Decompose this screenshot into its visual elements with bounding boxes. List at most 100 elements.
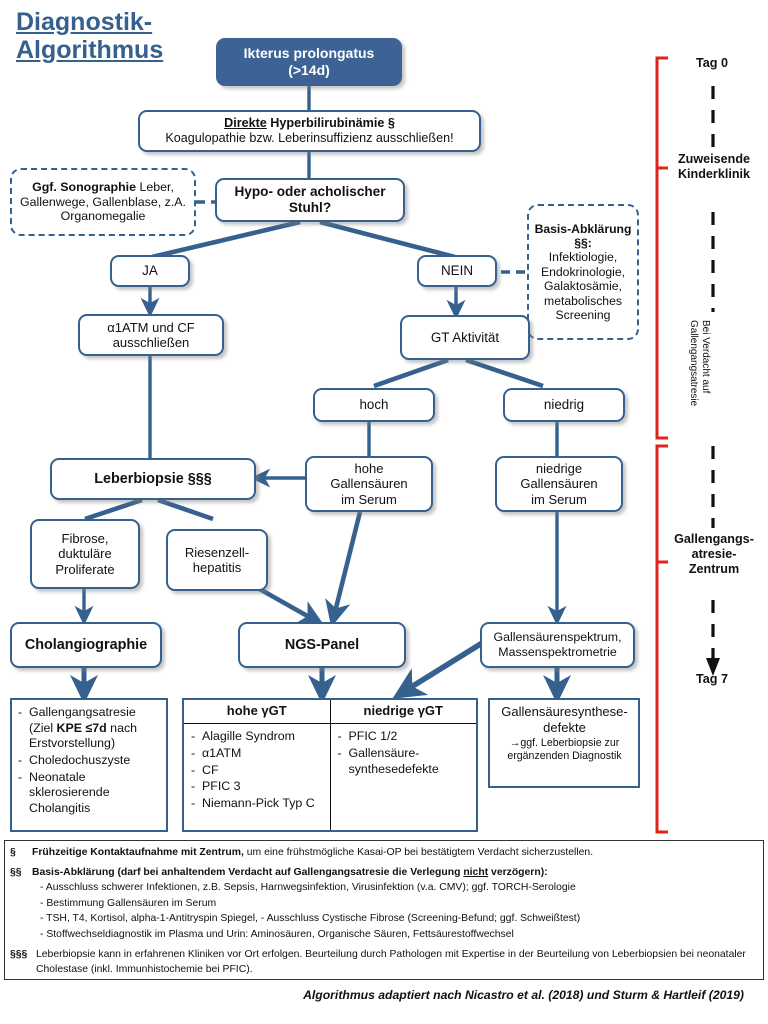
node-gt-aktivitaet[interactable]: GT Aktivität (400, 315, 530, 360)
tag0-label: Tag 0 (696, 56, 728, 70)
fibrose-line2: duktuläre (58, 546, 112, 562)
results-cholangiography: Gallengangsatresie (Ziel KPE ≤7d nach Er… (10, 698, 168, 832)
result-item1-prefix: Gallengangsatresie (Ziel (29, 705, 136, 735)
node-fibrose-duktulaere-proliferate[interactable]: Fibrose, duktuläre Proliferate (30, 519, 140, 589)
hohe-ga-line1: hohe (354, 461, 384, 476)
node-niedrige-gallensaeuren[interactable]: niedrige Gallensäuren im Serum (495, 456, 623, 512)
synthese-line2: defekte (543, 719, 586, 735)
synthese-arrow-line1: →ggf. Leberbiopsie zur (509, 737, 620, 750)
node-nein[interactable]: NEIN (417, 255, 497, 287)
footnote-2-item: - Bestimmung Gallensäuren im Serum (40, 897, 217, 909)
vertical-line1: Bei Verdacht auf (700, 320, 711, 394)
footnote-panel: § Frühzeitige Kontaktaufnahme mit Zentru… (4, 840, 764, 980)
vertical-label-bei-verdacht: Bei Verdacht auf (700, 320, 711, 393)
gt-results-table: hohe γGT Alagille Syndrom α1ATM CF PFIC … (182, 698, 478, 832)
stool-line1: Hypo- oder acholischer (234, 183, 386, 199)
hohe-ga-line2: Gallensäuren (330, 476, 408, 492)
results-gallensaeuresynthesedefekte: Gallensäuresynthese- defekte →ggf. Leber… (488, 698, 640, 788)
niedrige-ga-line1: niedrige (535, 461, 583, 476)
footnote-2-text: Basis-Abklärung (darf bei anhaltendem Ve… (32, 865, 757, 881)
footnote-2: §§ Basis-Abklärung (darf bei anhaltendem… (10, 865, 757, 881)
basis-bold: Basis-Abklärung §§: (534, 221, 632, 251)
timeline-zuweisende-kinderklinik: Zuweisende Kinderklinik (664, 152, 764, 182)
list-item: Alagille Syndrom (191, 729, 326, 745)
riesenzell-line1: Riesenzell- (184, 544, 250, 560)
sono-bold: Ggf. Sonographie (32, 180, 137, 195)
zentrum-line1: Gallengangs- (674, 532, 754, 546)
vertical-label-gallengangsatresie: Gallengangsatresie (688, 320, 699, 406)
node-niedrig[interactable]: niedrig (503, 388, 625, 422)
node-cholangiographie[interactable]: Cholangiographie (10, 622, 162, 668)
list-item: PFIC 3 (191, 779, 326, 795)
ngs-label: NGS-Panel (284, 636, 360, 653)
title-line1: Diagnostik- (16, 8, 153, 36)
footnote-1: § Frühzeitige Kontaktaufnahme mit Zentru… (10, 845, 757, 861)
list-item: Choledochuszyste (18, 753, 162, 769)
node-start-line1: Ikterus prolongatus (243, 45, 375, 62)
zentrum-line2: atresie- (691, 546, 737, 561)
footnote-2-item: - Ausschluss schwerer Infektionen, z.B. … (40, 882, 576, 894)
node-sonographie-note[interactable]: Ggf. Sonographie Leber, Gallenwege, Gall… (10, 168, 196, 236)
footnote-1-bold: Frühzeitige Kontaktaufnahme mit Zentrum, (32, 847, 244, 858)
fibrose-line3: Proliferate (55, 561, 115, 577)
node-riesenzellhepatitis[interactable]: Riesenzell- hepatitis (166, 529, 268, 591)
gt-column-high: hohe γGT Alagille Syndrom α1ATM CF PFIC … (184, 700, 331, 830)
node-massenspektrometrie[interactable]: Gallensäurenspektrum, Massenspektrometri… (480, 622, 635, 668)
footnote-2-bold-a: Basis-Abklärung (darf bei anhaltendem Ve… (32, 866, 464, 878)
ja-label: JA (142, 263, 158, 279)
list-item: Niemann-Pick Typ C (191, 796, 326, 812)
node-hohe-gallensaeuren[interactable]: hohe Gallensäuren im Serum (305, 456, 433, 512)
vertical-line2: Gallengangsatresie (688, 320, 699, 407)
title-line2: Algorithmus (16, 36, 164, 64)
sono-rest: Leber, Gallenwege, Gallenblase, z.A. Org… (20, 180, 186, 224)
tag7-label: Tag 7 (696, 672, 728, 686)
a1atm-line1: α1ATM und CF (107, 319, 195, 335)
footnote-2-item: - TSH, T4, Kortisol, alpha-1-Antitryspin… (40, 913, 581, 925)
niedrige-ga-line2: Gallensäuren (520, 476, 598, 492)
massspec-line1: Gallensäurenspektrum, (493, 630, 622, 645)
hyperbili-underlined: Direkte (224, 116, 267, 131)
node-start-line2: (>14d) (288, 62, 330, 78)
list-item: Gallengangsatresie (Ziel KPE ≤7d nach Er… (18, 705, 162, 752)
timeline-gallengangsatresie-zentrum: Gallengangs- atresie- Zentrum (664, 532, 764, 577)
page-title: Diagnostik- Algorithmus (16, 8, 216, 64)
footnote-1-rest: um eine frühstmögliche Kasai-OP bei best… (243, 847, 594, 858)
footnote-2-bold-b: verzögern): (488, 866, 548, 878)
hoch-label: hoch (359, 397, 389, 413)
node-direkte-hyperbilirubinaemie[interactable]: Direkte Hyperbilirubinämie § Koagulopath… (138, 110, 481, 152)
nein-label: NEIN (441, 263, 473, 279)
footnote-2-bold-underline: nicht (463, 866, 489, 878)
list-item: CF (191, 763, 326, 779)
node-hoch[interactable]: hoch (313, 388, 435, 422)
node-acholischer-stuhl[interactable]: Hypo- oder acholischer Stuhl? (215, 178, 405, 222)
niedrige-ga-line3: im Serum (531, 491, 587, 507)
a1atm-line2: ausschließen (112, 335, 190, 350)
footnote-3-text: Leberbiopsie kann in erfahrenen Kliniken… (36, 948, 746, 976)
zuweisende-line2: Kinderklinik (677, 166, 751, 181)
hyperbili-bold-rest: Hyperbilirubinämie § (266, 116, 395, 131)
fibrose-line1: Fibrose, (61, 531, 109, 546)
node-ikterus-prolongatus[interactable]: Ikterus prolongatus (>14d) (216, 38, 402, 86)
synthese-line1: Gallensäuresynthese- (501, 704, 628, 719)
node-a1atm-cf-ausschliessen[interactable]: α1ATM und CF ausschließen (78, 314, 224, 356)
timeline-tag0: Tag 0 (672, 56, 752, 71)
gt-label: GT Aktivität (430, 329, 500, 345)
result-item1-bold: KPE ≤7d (56, 720, 107, 735)
riesenzell-line2: hepatitis (192, 560, 242, 575)
hohe-ga-line3: im Serum (341, 491, 397, 507)
stool-line2: Stuhl? (288, 200, 332, 215)
timeline-tag7: Tag 7 (672, 672, 752, 687)
cholangio-label: Cholangiographie (24, 636, 148, 653)
credit-line: Algorithmus adaptiert nach Nicastro et a… (303, 988, 744, 1002)
list-item: Gallensäure-synthesedefekte (338, 746, 473, 777)
biopsie-label: Leberbiopsie §§§ (94, 470, 212, 487)
niedrig-label: niedrig (543, 397, 585, 413)
node-ja[interactable]: JA (110, 255, 190, 287)
node-basis-abklaerung-note[interactable]: Basis-Abklärung §§: Infektiologie, Endok… (527, 204, 639, 340)
footnote-1-mark: § (10, 847, 16, 858)
node-ngs-panel[interactable]: NGS-Panel (238, 622, 406, 668)
footnote-2-mark: §§ (10, 866, 22, 878)
synthese-arrow-line2: ergänzenden Diagnostik (507, 750, 622, 763)
node-leberbiopsie[interactable]: Leberbiopsie §§§ (50, 458, 256, 500)
gt-column-low: niedrige γGT PFIC 1/2 Gallensäure-synthe… (330, 700, 476, 830)
